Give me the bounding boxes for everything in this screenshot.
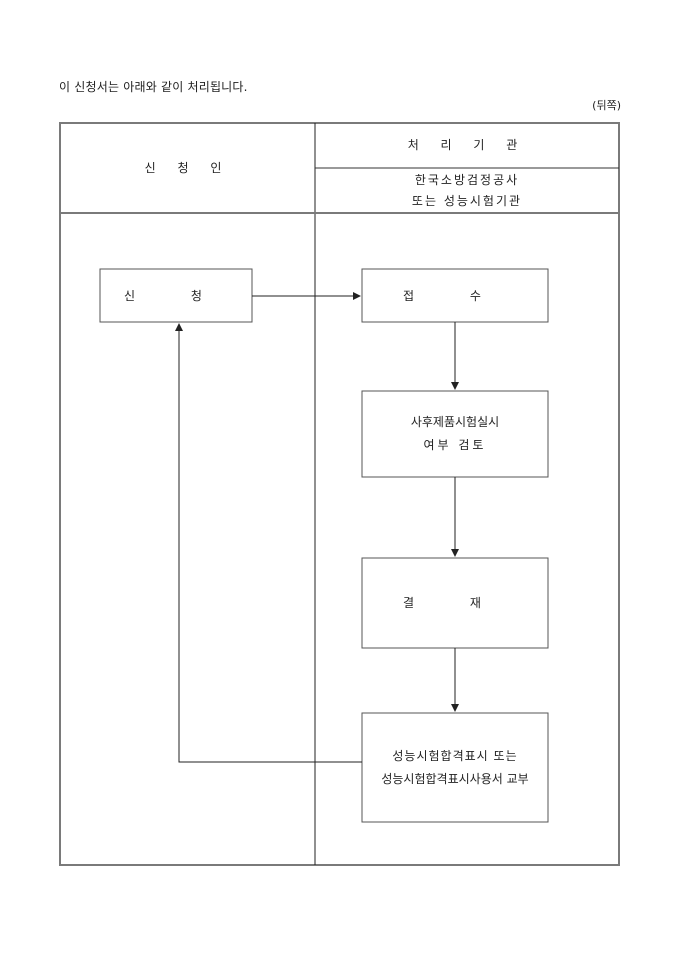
- intro-text: 이 신청서는 아래와 같이 처리됩니다.: [59, 80, 248, 94]
- processor-org-line2: 또는 성능시험기관: [411, 194, 523, 208]
- flow-box-approve: [361, 557, 549, 649]
- flow-step-issue-label-line1: 성능시험합격표시 또는: [392, 749, 518, 763]
- arrow-issue-to-apply: [175, 323, 362, 763]
- flow-box-receive: [361, 268, 549, 323]
- table-outer-border: [59, 122, 620, 866]
- flow-step-approve-label: 결 재: [403, 596, 507, 610]
- flow-step-apply-label: 신 청: [124, 289, 228, 303]
- processor-lane-header: 처 리 기 관: [407, 138, 527, 152]
- flow-box-issue: [361, 712, 549, 823]
- flow-box-review: [361, 390, 549, 478]
- flow-step-review-label-line1: 사후제품시험실시: [410, 415, 500, 429]
- flow-step-review-label-line2: 여부 검토: [423, 438, 487, 452]
- flow-step-receive-label: 접 수: [403, 289, 507, 303]
- flow-step-issue-label-line2: 성능시험합격표시사용서 교부: [381, 772, 529, 786]
- applicant-lane-header: 신 청 인: [144, 161, 231, 175]
- processor-org-line1: 한국소방검정공사: [414, 173, 520, 187]
- page-side-note: (뒤쪽): [592, 99, 621, 112]
